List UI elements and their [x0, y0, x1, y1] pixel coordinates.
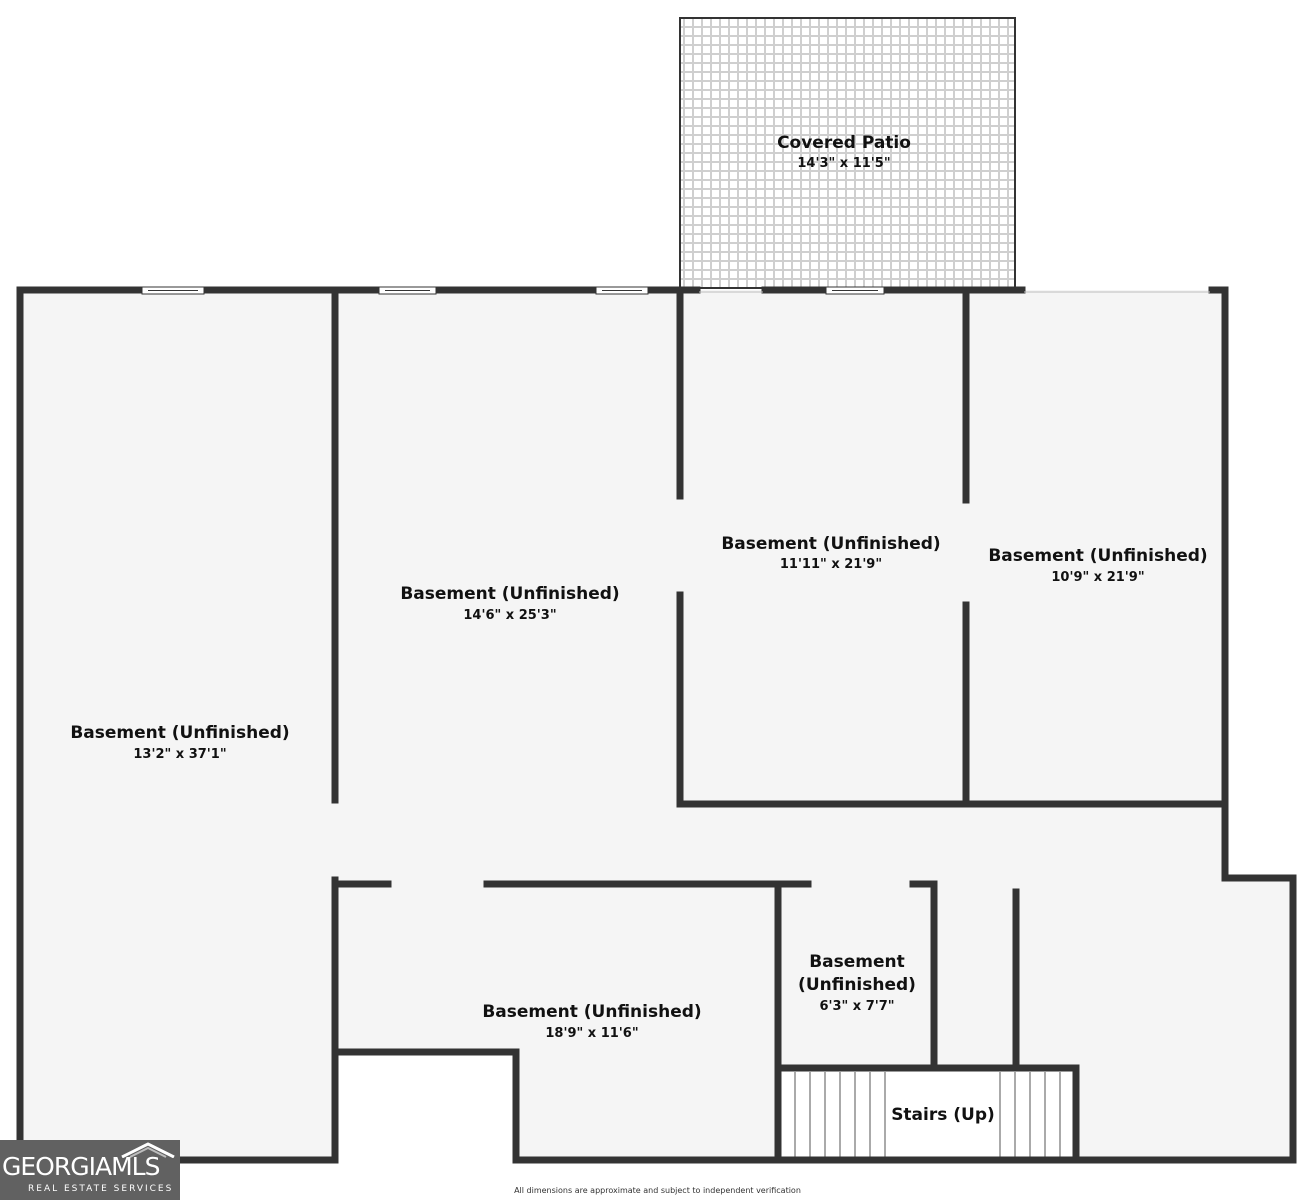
stairs-label-group: Stairs (Up)	[890, 1098, 996, 1128]
room-dims: 10'9" x 21'9"	[1051, 570, 1144, 585]
room-dims: 18'9" x 11'6"	[545, 1026, 638, 1041]
room-dims: 11'11" x 21'9"	[780, 557, 882, 572]
house-roof-icon	[121, 1142, 175, 1158]
stairs-label: Stairs (Up)	[891, 1105, 995, 1125]
room-label-4: Basement (Unfinished) 10'9" x 21'9"	[988, 546, 1207, 585]
logo-subtext: REAL ESTATE SERVICES	[28, 1184, 174, 1194]
room-label-6: Basement (Unfinished) 6'3" x 7'7"	[798, 952, 916, 1014]
room-name: Basement (Unfinished)	[482, 1002, 701, 1022]
logo-text: GEORGIAMLS	[2, 1152, 160, 1181]
room-label-1: Basement (Unfinished) 13'2" x 37'1"	[70, 723, 289, 762]
patio-name: Covered Patio	[777, 133, 911, 153]
windows	[141, 286, 885, 295]
room-dims: 13'2" x 37'1"	[133, 747, 226, 762]
room-name: Basement (Unfinished)	[70, 723, 289, 743]
patio-dims: 14'3" x 11'5"	[797, 156, 890, 171]
room-label-5: Basement (Unfinished) 18'9" x 11'6"	[482, 1002, 701, 1041]
room-dims: 6'3" x 7'7"	[819, 999, 894, 1014]
room-dims: 14'6" x 25'3"	[463, 608, 556, 623]
patio-area	[679, 17, 1016, 289]
room-name-line1: Basement	[809, 952, 905, 972]
disclaimer: All dimensions are approximate and subje…	[514, 1186, 801, 1195]
room-label-3: Basement (Unfinished) 11'11" x 21'9"	[721, 534, 940, 572]
logo: GEORGIAMLS REAL ESTATE SERVICES	[0, 1140, 180, 1200]
room-name: Basement (Unfinished)	[988, 546, 1207, 566]
patio-label: Covered Patio 14'3" x 11'5"	[777, 133, 911, 171]
room-name: Basement (Unfinished)	[721, 534, 940, 554]
room-name-line2: (Unfinished)	[798, 975, 916, 995]
room-name: Basement (Unfinished)	[400, 584, 619, 604]
room-label-2: Basement (Unfinished) 14'6" x 25'3"	[400, 584, 619, 623]
